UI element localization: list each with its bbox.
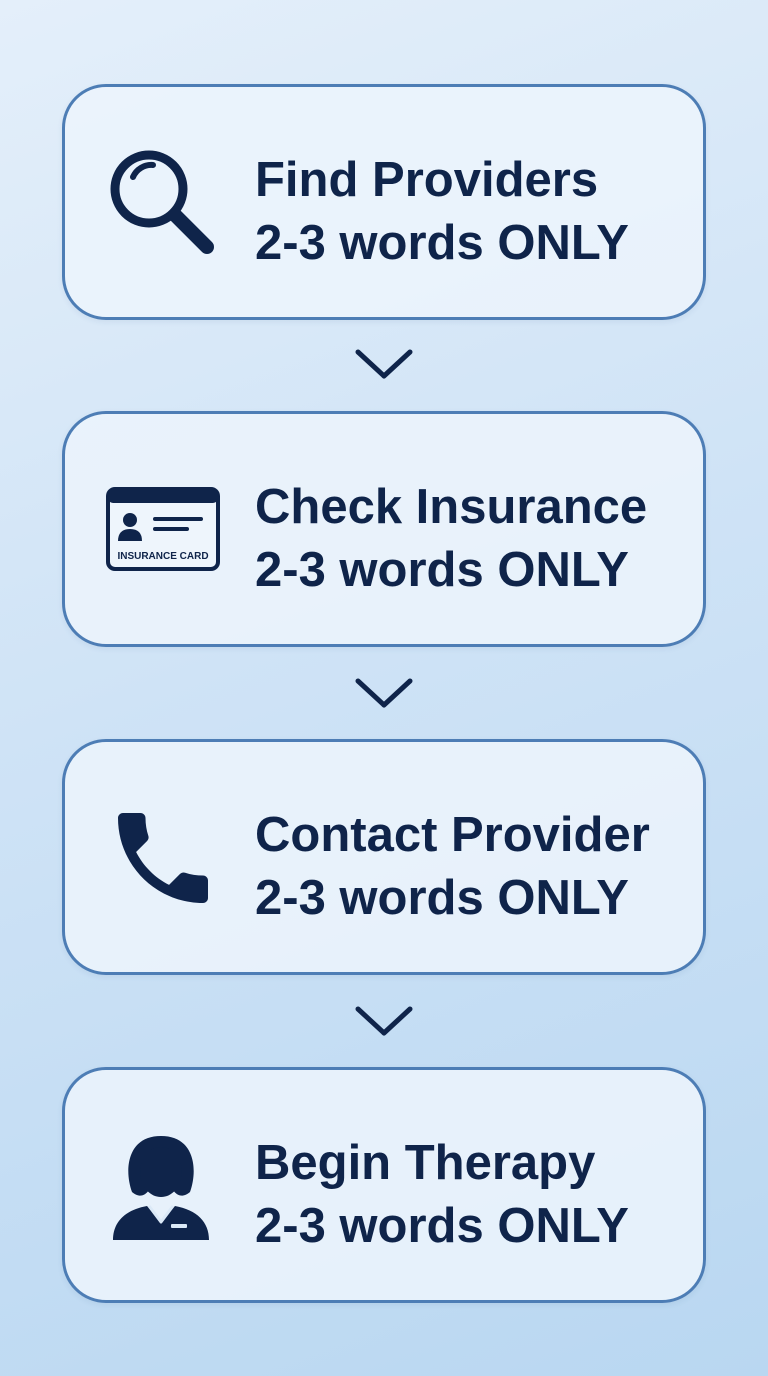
step-title: Check Insurance <box>255 480 648 534</box>
chevron-down-icon <box>355 349 413 379</box>
step-title: Contact Provider <box>255 808 650 862</box>
step-subtitle: 2-3 words ONLY <box>255 216 629 270</box>
step-card-contact-provider: Contact Provider 2-3 words ONLY <box>62 739 706 975</box>
step-text: Contact Provider 2-3 words ONLY <box>255 804 650 930</box>
step-title: Begin Therapy <box>255 1136 596 1190</box>
step-subtitle: 2-3 words ONLY <box>255 1199 629 1253</box>
step-subtitle: 2-3 words ONLY <box>255 871 629 925</box>
search-icon <box>103 143 223 263</box>
step-text: Find Providers 2-3 words ONLY <box>255 149 629 275</box>
step-title: Find Providers <box>255 153 599 207</box>
insurance-card-label: INSURANCE CARD <box>117 551 208 562</box>
step-text: Check Insurance 2-3 words ONLY <box>255 476 647 602</box>
chevron-down-icon <box>355 678 413 708</box>
insurance-card-icon: INSURANCE CARD <box>103 470 223 590</box>
step-card-check-insurance: INSURANCE CARD Check Insurance 2-3 words… <box>62 411 706 647</box>
therapist-icon <box>103 1126 223 1246</box>
phone-icon <box>103 798 223 918</box>
step-text: Begin Therapy 2-3 words ONLY <box>255 1132 629 1258</box>
chevron-down-icon <box>355 1006 413 1036</box>
step-subtitle: 2-3 words ONLY <box>255 543 629 597</box>
step-card-find-providers: Find Providers 2-3 words ONLY <box>62 84 706 320</box>
step-card-begin-therapy: Begin Therapy 2-3 words ONLY <box>62 1067 706 1303</box>
